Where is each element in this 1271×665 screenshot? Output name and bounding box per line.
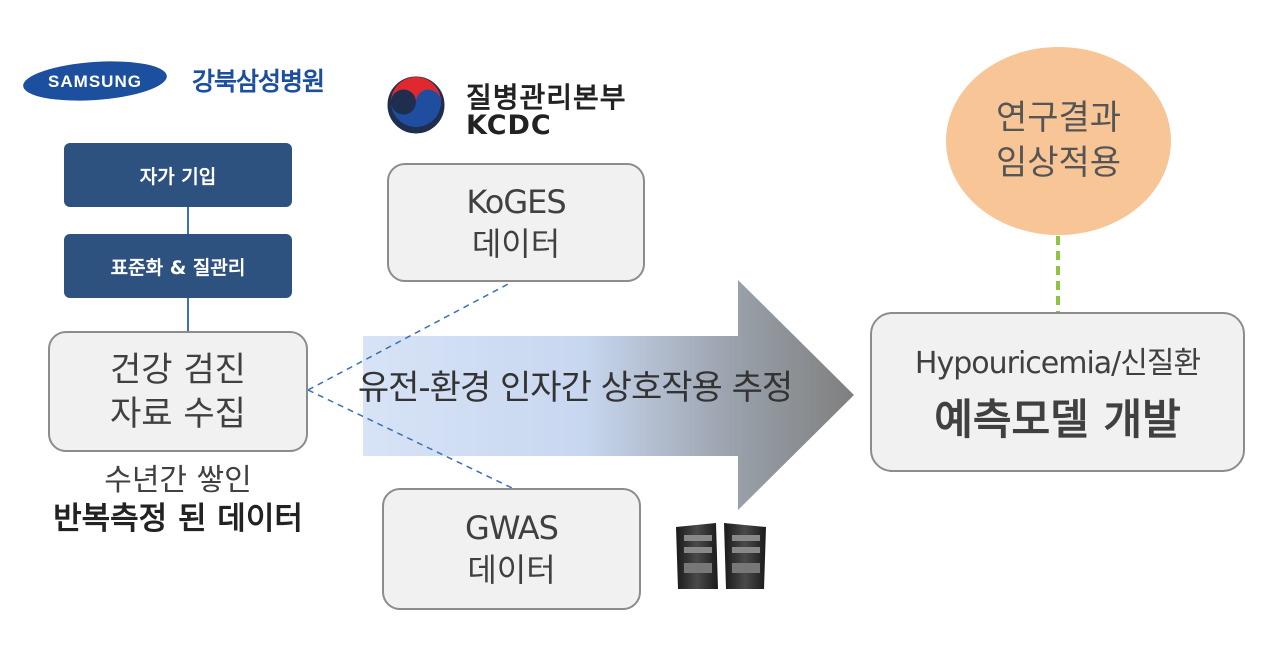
result-line1: 연구결과	[995, 98, 1122, 138]
samsung-logo: SAMSUNG	[23, 61, 167, 101]
health-checkup-line1: 건강 검진	[110, 349, 246, 390]
prediction-model-box: Hypouricemia/신질환 예측모델 개발	[870, 312, 1245, 472]
health-checkup-box: 건강 검진 자료 수집	[48, 331, 308, 452]
standardization-step: 표준화 & 질관리	[64, 234, 292, 298]
arrow-label: 유전-환경 인자간 상호작용 추정	[357, 368, 793, 408]
gwas-title: GWAS	[465, 509, 559, 547]
gwas-dashed-connector	[307, 389, 513, 489]
koges-subtitle: 데이터	[471, 224, 561, 263]
data-caption: 수년간 쌓인 반복측정 된 데이터	[48, 462, 308, 538]
health-checkup-line2: 자료 수집	[110, 393, 246, 434]
kcdc-korean-name: 질병관리본부	[466, 81, 627, 114]
server-icon	[676, 523, 766, 589]
taegeuk-emblem-icon	[385, 74, 447, 136]
clinical-application-ellipse: 연구결과 임상적용	[946, 47, 1171, 235]
caption-line1: 수년간 쌓인	[104, 463, 252, 498]
caption-line2: 반복측정 된 데이터	[53, 501, 303, 537]
hospital-name: 강북삼성병원	[192, 67, 325, 96]
gwas-data-box: GWAS 데이터	[382, 488, 641, 610]
model-title: 예측모델 개발	[934, 394, 1181, 444]
self-entry-step: 자가 기입	[64, 143, 292, 207]
result-line2: 임상적용	[995, 143, 1122, 183]
koges-data-box: KoGES 데이터	[387, 163, 645, 282]
gwas-subtitle: 데이터	[467, 551, 556, 589]
model-subtitle: Hypouricemia/신질환	[914, 345, 1201, 381]
koges-title: KoGES	[466, 182, 566, 221]
samsung-logo-text: SAMSUNG	[48, 72, 142, 91]
kcdc-english-name: KCDC	[466, 110, 552, 141]
koges-dashed-connector	[307, 281, 513, 391]
process-arrow	[363, 280, 854, 510]
